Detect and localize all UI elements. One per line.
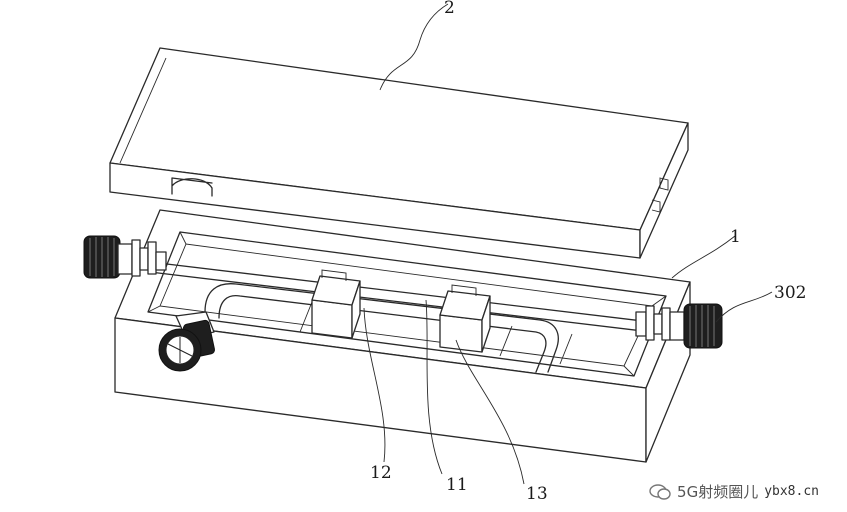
leader-302: [715, 291, 773, 323]
right-flange-2: [653, 313, 663, 335]
front-connector: [158, 311, 216, 372]
leader-2: [379, 3, 449, 91]
leader-1: [671, 235, 736, 279]
left-stub: [155, 251, 167, 271]
right-connector: [635, 303, 723, 349]
right-connector-body: [669, 311, 685, 341]
leader-11: [425, 299, 443, 475]
left-connector-body: [117, 243, 133, 275]
leader-13: [455, 339, 525, 485]
leader-lines: [363, 3, 773, 485]
clamp-right-tab: [451, 284, 477, 296]
lid-side-steps: [651, 177, 669, 213]
left-knurl-lines: [89, 237, 115, 277]
left-flange-2: [139, 247, 149, 271]
label-2: 2: [444, 0, 455, 18]
lid: [109, 47, 689, 259]
clamp-right-top: [439, 290, 491, 321]
clamp-right-side: [481, 295, 491, 353]
right-stub: [635, 311, 647, 337]
right-knurl-lines: [689, 305, 715, 347]
label-1: 1: [730, 227, 741, 247]
left-flange-1: [131, 239, 141, 277]
cable-inner: [218, 294, 547, 373]
right-flange-3: [661, 307, 671, 341]
watermark-brand: 5G射频圈儿: [677, 483, 759, 501]
rod-bottom-edge: [149, 271, 669, 335]
lid-edge-shade: [119, 57, 167, 164]
cavity-corners: [147, 231, 667, 377]
front-connector-pin: [167, 337, 193, 363]
right-flange-1: [645, 305, 655, 341]
label-11: 11: [446, 475, 468, 495]
clamp-left-front: [311, 299, 353, 339]
rod-top-edge: [149, 261, 669, 325]
watermark: 5G射频圈儿 ybx8.cn: [649, 481, 819, 502]
coax-cable: [204, 283, 559, 373]
chat-bubble-icon: [649, 483, 671, 500]
label-12: 12: [370, 463, 392, 483]
cable-outer: [204, 283, 559, 373]
label-302: 302: [774, 283, 806, 303]
clamp-left-tab: [321, 269, 347, 281]
watermark-url: ybx8.cn: [764, 484, 819, 499]
leader-12: [363, 307, 386, 463]
right-connector-knurl: [683, 303, 723, 349]
clamp-block-left: [311, 269, 361, 339]
label-13: 13: [526, 484, 548, 504]
left-flange-3: [147, 241, 157, 275]
clamp-right-front: [439, 314, 483, 353]
lid-notch: [171, 177, 213, 197]
lid-side-face: [639, 122, 689, 259]
clamp-left-side: [351, 280, 361, 339]
transmission-rod: [149, 261, 669, 335]
left-connector: [83, 235, 167, 279]
clamp-block-right: [439, 284, 491, 353]
